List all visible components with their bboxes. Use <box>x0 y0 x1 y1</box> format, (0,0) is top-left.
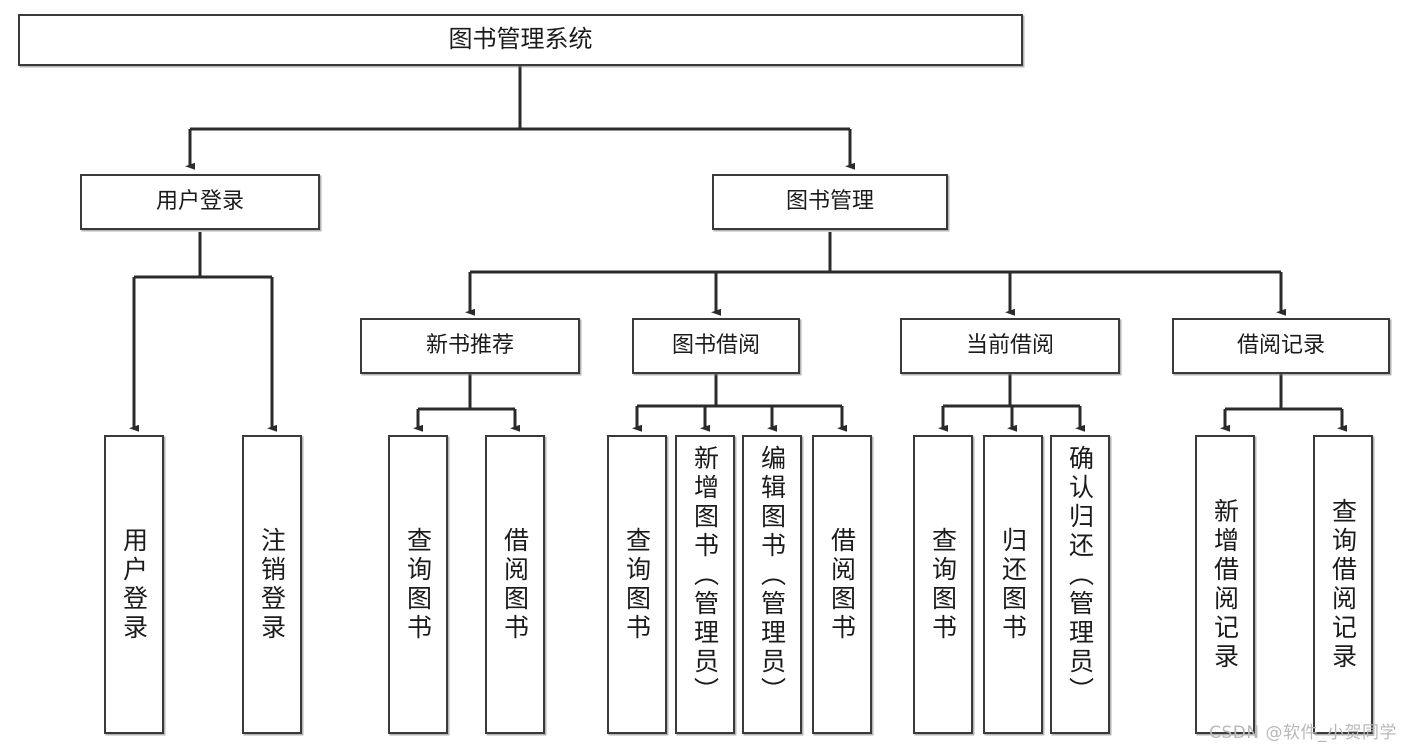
node-book-borrowing[interactable]: 图书借阅 <box>632 318 800 374</box>
leaf-borrow-book-recommend[interactable]: 借阅图书 <box>485 435 545 734</box>
leaf-return-book[interactable]: 归还图书 <box>983 435 1043 734</box>
node-current-borrowing[interactable]: 当前借阅 <box>900 318 1120 374</box>
leaf-user-login-label: 用户登录 <box>119 526 149 643</box>
leaf-add-book-admin[interactable]: 新增图书（管理员） <box>675 435 735 734</box>
leaf-logout[interactable]: 注销登录 <box>242 435 302 734</box>
node-borrowing-record-label: 借阅记录 <box>1236 333 1325 359</box>
node-new-book-recommend-label: 新书推荐 <box>425 333 514 359</box>
leaf-add-borrow-record[interactable]: 新增借阅记录 <box>1195 435 1255 734</box>
leaf-query-book-recommend[interactable]: 查询图书 <box>388 435 448 734</box>
leaf-confirm-return-admin[interactable]: 确认归还（管理员） <box>1050 435 1110 734</box>
node-book-management-label: 图书管理 <box>785 189 874 215</box>
leaf-return-book-label: 归还图书 <box>998 526 1028 643</box>
leaf-query-book-current[interactable]: 查询图书 <box>913 435 973 734</box>
leaf-query-book-current-label: 查询图书 <box>928 526 958 643</box>
leaf-confirm-return-admin-label: 确认归还（管理员） <box>1065 445 1095 706</box>
csdn-watermark: CSDN @软件_小贺同学 <box>1209 723 1397 743</box>
leaf-edit-book-admin-label: 编辑图书（管理员） <box>757 445 787 706</box>
leaf-query-book-recommend-label: 查询图书 <box>403 526 433 643</box>
node-book-management[interactable]: 图书管理 <box>712 174 948 230</box>
node-root-system-label: 图书管理系统 <box>448 25 593 54</box>
leaf-query-book-borrowing[interactable]: 查询图书 <box>607 435 667 734</box>
leaf-edit-book-admin[interactable]: 编辑图书（管理员） <box>742 435 802 734</box>
leaf-add-borrow-record-label: 新增借阅记录 <box>1210 497 1240 672</box>
leaf-user-login[interactable]: 用户登录 <box>104 435 164 734</box>
node-borrowing-record[interactable]: 借阅记录 <box>1172 318 1390 374</box>
leaf-query-book-borrowing-label: 查询图书 <box>622 526 652 643</box>
node-new-book-recommend[interactable]: 新书推荐 <box>360 318 580 374</box>
leaf-borrow-book-recommend-label: 借阅图书 <box>500 526 530 643</box>
leaf-query-borrow-record[interactable]: 查询借阅记录 <box>1313 435 1373 734</box>
node-user-login-label: 用户登录 <box>155 189 244 215</box>
leaf-borrow-book-borrowing[interactable]: 借阅图书 <box>812 435 872 734</box>
leaf-add-book-admin-label: 新增图书（管理员） <box>690 445 720 706</box>
node-root-system[interactable]: 图书管理系统 <box>18 14 1023 66</box>
node-user-login[interactable]: 用户登录 <box>80 174 320 230</box>
leaf-borrow-book-borrowing-label: 借阅图书 <box>827 526 857 643</box>
leaf-query-borrow-record-label: 查询借阅记录 <box>1328 497 1358 672</box>
leaf-logout-label: 注销登录 <box>257 526 287 643</box>
node-current-borrowing-label: 当前借阅 <box>965 333 1054 359</box>
node-book-borrowing-label: 图书借阅 <box>671 333 760 359</box>
